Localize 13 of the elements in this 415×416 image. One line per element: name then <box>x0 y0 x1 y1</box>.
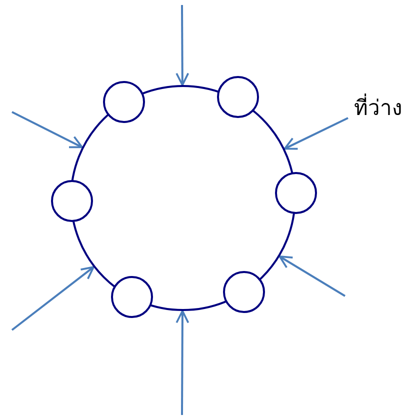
small-circle <box>217 76 259 118</box>
arrow <box>176 310 190 415</box>
arrow <box>11 266 94 331</box>
small-circle <box>51 180 93 222</box>
small-circle <box>103 81 145 123</box>
arrow <box>278 256 346 297</box>
small-circle <box>111 276 153 318</box>
small-circle <box>275 172 317 214</box>
small-circle <box>223 271 265 313</box>
arrow <box>284 117 348 150</box>
arrow <box>12 111 83 148</box>
arrow <box>176 5 190 86</box>
text-label: ที่ว่าง <box>354 95 402 122</box>
